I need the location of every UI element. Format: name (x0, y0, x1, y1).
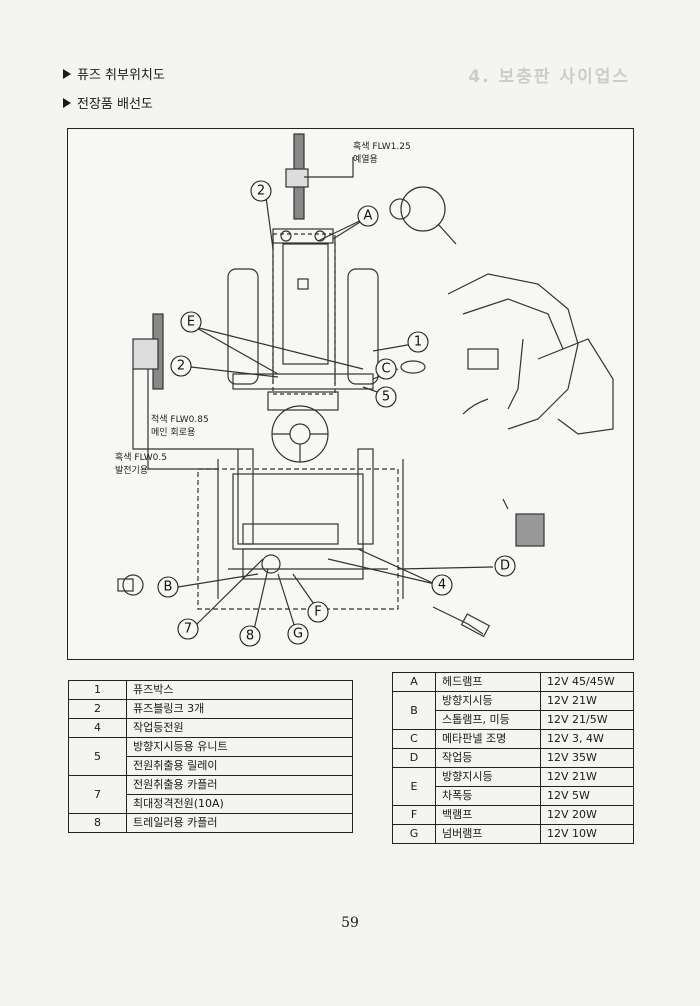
table-row: 1 퓨즈박스 (68, 680, 353, 700)
callout-4: 4 (438, 578, 446, 593)
callout-d: D (500, 559, 510, 574)
callout-e: E (187, 315, 195, 330)
table-row: F 백램프 12V 20W (392, 805, 634, 825)
table-row: D 작업등 12V 35W (392, 748, 634, 768)
bleed-through-title: 4. 보충판 사이업스 (468, 67, 630, 87)
lamp-spec-table: A 헤드램프 12V 45/45W B 방향지시등 12V 21W 스톱램프, … (392, 672, 634, 844)
table-row: 8 트레일러용 카플러 (68, 813, 353, 833)
table-row: B 방향지시등 12V 21W (392, 691, 634, 730)
callout-5: 5 (382, 390, 390, 405)
callout-1: 1 (414, 335, 422, 350)
table-row: C 메타판넬 조명 12V 3, 4W (392, 729, 634, 749)
callout-a: A (364, 209, 373, 224)
wiring-diagram: A 2 E 2 1 C 5 B D 4 7 8 G F 흑색 FLW1.25 예… (67, 128, 634, 660)
parts-table: 1 퓨즈박스 2 퓨즈블링크 3개 4 작업등전원 5 방향지시등용 유니트 전… (68, 680, 353, 833)
note-alternator-wire: 흑색 FLW0.5 발전기용 (115, 453, 167, 476)
triangle-bullet-icon (63, 68, 71, 79)
triangle-bullet-icon (63, 97, 71, 108)
callout-f: F (314, 605, 321, 620)
table-row: 2 퓨즈블링크 3개 (68, 699, 353, 719)
section-title-wiring: 전장품 배선도 (77, 97, 153, 112)
table-row: A 헤드램프 12V 45/45W (392, 672, 634, 692)
table-row: 7 전원취출용 카플러 (68, 775, 353, 814)
table-row: 4 작업등전원 (68, 718, 353, 738)
table-row: 5 방향지시등용 유니트 (68, 737, 353, 776)
callout-g: G (293, 627, 303, 642)
section-bullet-wiring: 전장품 배선도 (63, 93, 153, 112)
callout-c: C (381, 362, 390, 377)
callout-8: 8 (246, 629, 254, 644)
callout-2-top: 2 (257, 184, 265, 199)
table-row: E 방향지시등 12V 21W (392, 767, 634, 806)
page-number: 59 (341, 915, 359, 931)
section-bullet-fuse: 퓨즈 취부위치도 (63, 64, 165, 83)
table-row: G 넘버램프 12V 10W (392, 824, 634, 844)
note-main-wire: 적색 FLW0.85 메인 회로용 (151, 415, 209, 438)
table-row: 차폭등 12V 5W (393, 786, 634, 806)
tractor-diagram-drawing: A 2 E 2 1 C 5 B D 4 7 8 G F (117, 133, 614, 647)
callout-b: B (164, 580, 173, 595)
callout-2-left: 2 (177, 359, 185, 374)
callout-7: 7 (184, 622, 192, 637)
section-title-fuse: 퓨즈 취부위치도 (77, 68, 165, 83)
note-glow-wire: 흑색 FLW1.25 예열용 (353, 142, 411, 165)
